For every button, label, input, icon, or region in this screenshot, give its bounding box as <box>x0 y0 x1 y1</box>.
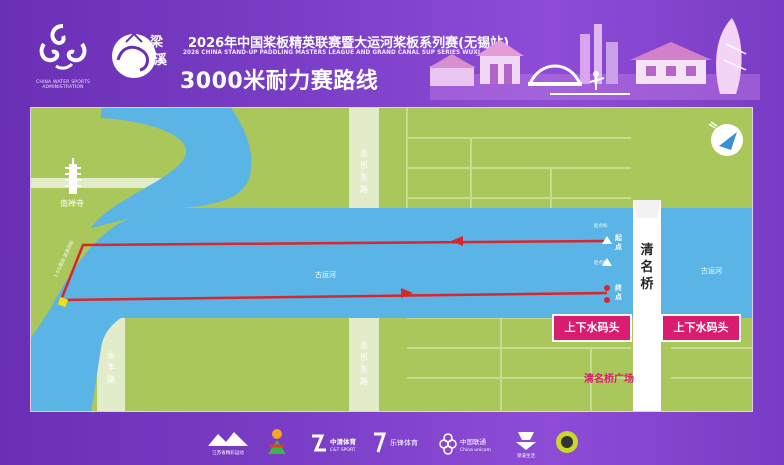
qingming-bridge-deck <box>633 200 661 411</box>
event-title-cn: 2026年中国桨板精英联赛暨大运河桨板系列赛(无锡站) <box>188 36 510 51</box>
start-buoy-bottom <box>602 258 612 266</box>
start-buoy-label-bottom: 起点标 <box>594 261 608 266</box>
route-arrow-east <box>401 288 413 298</box>
sponsor-lefeng-text: 乐锋体育 <box>390 438 418 447</box>
canal-label-left: 古运河 <box>315 271 336 279</box>
sponsor-logo-ct-sport: 中清体育 C&T SPORT <box>312 434 357 453</box>
canal-label-right: 古运河 <box>701 267 722 275</box>
yongle-road-bottom <box>349 308 379 411</box>
event-title-en: 2026 CHINA STAND-UP PADDLING MASTERS LEA… <box>183 50 481 56</box>
route-title: 3000米耐力赛路线 <box>180 69 379 94</box>
north-arrow-icon <box>708 121 743 156</box>
finish-dot-bottom <box>604 297 610 303</box>
dock-left-box: 上下水码头 <box>552 314 632 342</box>
start-buoy-top <box>602 236 612 244</box>
city-skyline-illustration <box>430 18 760 100</box>
dock-right-box: 上下水码头 <box>661 314 741 342</box>
org-caption: CHINA WATER SPORTS ADMINISTRATION <box>36 80 90 91</box>
finish-label: 终点 <box>615 284 622 301</box>
route-map: 永乐东路 永乐东路 永丰路 南禅寺 古运河 古运河 清名桥 清名桥广场 上下水码… <box>30 107 753 412</box>
sponsor-logo-unicom: 中国联通 China unicom <box>439 433 491 455</box>
liangxi-logo: 梁 溪 <box>112 32 168 78</box>
sponsor-logo-figure <box>268 429 286 454</box>
road-label-yongle-bottom: 永乐东路 <box>360 341 368 386</box>
route-arrow-west <box>451 236 463 246</box>
sponsor-ct-sub: C&T SPORT <box>330 447 356 453</box>
china-water-sports-logo <box>39 24 87 70</box>
qingming-square-label: 清名桥广场 <box>584 374 634 385</box>
sponsor-logo-round <box>556 431 578 453</box>
sponsor-logo-lefeng: 乐锋体育 <box>374 432 418 453</box>
start-label: 起点 <box>615 234 622 251</box>
svg-text:梁: 梁 <box>149 34 164 50</box>
canal-water <box>31 108 752 411</box>
horizontal-road <box>31 178 171 188</box>
road-label-yongfeng: 永丰路 <box>107 351 115 384</box>
sponsor-bar: 江苏省精彩运动 中清体育 C&T SPORT 乐锋体育 中国联通 China u… <box>200 424 590 460</box>
turn-buoy <box>57 296 69 308</box>
start-buoy-label-top: 起点标 <box>594 224 608 229</box>
sponsor-logo-liangxi: 梁溪生活 <box>516 432 536 459</box>
canal-upper-arm <box>91 108 205 228</box>
map-canvas <box>31 108 752 411</box>
road-label-yongle-top: 永乐东路 <box>360 149 368 194</box>
svg-text:溪: 溪 <box>154 52 168 68</box>
pagoda-icon <box>65 158 81 194</box>
route-path <box>59 236 608 302</box>
sponsor-logo-jiangsu: 江苏省精彩运动 <box>208 432 248 456</box>
sponsor-liangxi-text: 梁溪生活 <box>517 452 535 459</box>
sponsor-jiangsu-text: 江苏省精彩运动 <box>212 449 244 456</box>
sponsor-unicom-text: 中国联通 <box>460 437 487 446</box>
finish-dot-top <box>604 285 610 291</box>
header: CHINA WATER SPORTS ADMINISTRATION 梁 溪 20… <box>0 0 784 105</box>
sponsor-unicom-sub: China unicom <box>460 447 491 453</box>
qingming-bridge-label: 清名桥 <box>640 243 654 292</box>
nanchan-temple-label: 南禅寺 <box>60 199 84 208</box>
sponsor-ct-text: 中清体育 <box>330 437 357 446</box>
